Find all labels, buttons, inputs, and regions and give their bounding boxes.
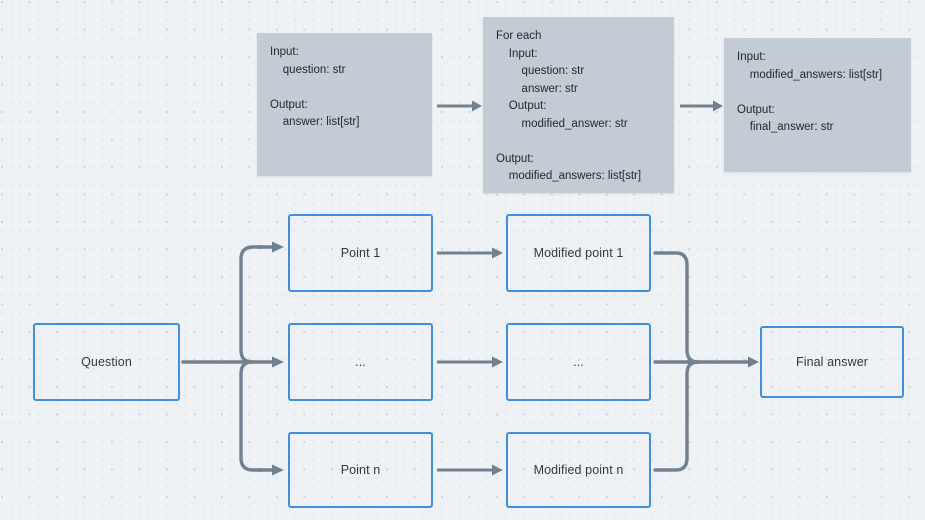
flow-box-point-1[interactable]: Point 1 bbox=[288, 214, 433, 292]
arrow-head-icon bbox=[492, 464, 503, 476]
arrow-merge-to-final-answer bbox=[685, 356, 759, 368]
arrow-point-n-to-modified-point-n bbox=[437, 464, 503, 476]
arrow-split-to-point-ellipsis bbox=[239, 356, 284, 368]
spec-note-decompose: Input: question: str Output: answer: lis… bbox=[257, 33, 432, 176]
arrow-head-icon bbox=[492, 356, 503, 368]
arrow-head-icon bbox=[272, 464, 284, 476]
arrow-note-foreach-to-aggregate bbox=[680, 100, 723, 112]
flow-box-modified-point-1[interactable]: Modified point 1 bbox=[506, 214, 651, 292]
flow-box-modified-point-ellipsis[interactable]: ... bbox=[506, 323, 651, 401]
arrow-point-1-to-modified-point-1 bbox=[437, 247, 503, 259]
arrow-split-to-point-n bbox=[256, 464, 284, 476]
arrow-note-decompose-to-foreach bbox=[437, 100, 482, 112]
flow-box-point-ellipsis[interactable]: ... bbox=[288, 323, 433, 401]
flow-box-final-answer[interactable]: Final answer bbox=[760, 326, 904, 398]
branch-merge-icon bbox=[653, 251, 700, 472]
arrow-head-icon bbox=[748, 356, 759, 368]
branch-split-icon bbox=[239, 245, 264, 472]
arrow-split-to-point-1 bbox=[256, 241, 284, 253]
arrow-head-icon bbox=[492, 247, 503, 259]
spec-note-aggregate: Input: modified_answers: list[str] Outpu… bbox=[724, 38, 911, 172]
flow-box-modified-point-n[interactable]: Modified point n bbox=[506, 432, 651, 508]
arrow-head-icon bbox=[713, 100, 723, 112]
spec-note-foreach: For each Input: question: str answer: st… bbox=[483, 17, 674, 193]
flow-box-question[interactable]: Question bbox=[33, 323, 180, 401]
arrow-head-icon bbox=[272, 241, 284, 253]
arrow-head-icon bbox=[472, 100, 482, 112]
flow-box-point-n[interactable]: Point n bbox=[288, 432, 433, 508]
arrow-point-ellipsis-to-modified-point-ellipsis bbox=[437, 356, 503, 368]
arrow-head-icon bbox=[272, 356, 284, 368]
